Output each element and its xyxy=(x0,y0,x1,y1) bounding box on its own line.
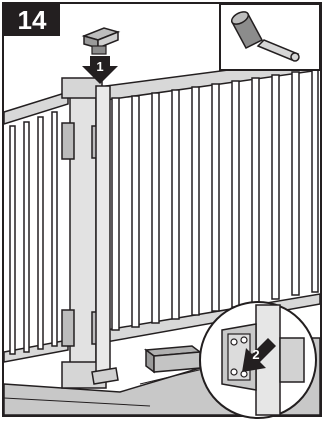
step-number-badge: 14 xyxy=(4,4,60,36)
tool-inset xyxy=(220,4,320,70)
callout-label-1: 1 xyxy=(96,59,103,74)
support-blocks xyxy=(146,346,200,372)
callout-label-2: 2 xyxy=(252,347,259,362)
